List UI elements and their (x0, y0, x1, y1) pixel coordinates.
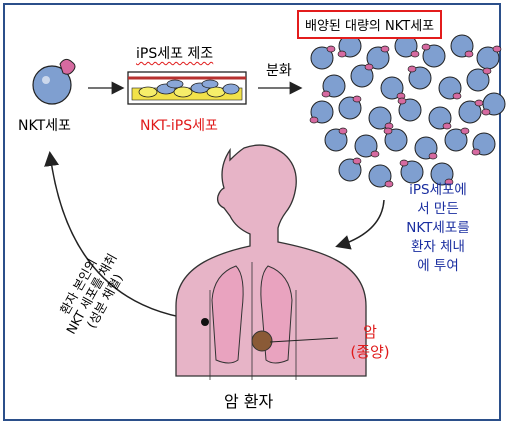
tumor-pointer (269, 337, 339, 343)
administer-line-2: 서 만든 (417, 201, 459, 217)
cell-receptor (397, 97, 407, 105)
patient-figure (175, 144, 367, 380)
cell-receptor (444, 178, 454, 186)
ips-production-label: iPS세포 제조 (136, 46, 214, 62)
cell-receptor (492, 45, 502, 53)
cultured-cell (368, 164, 392, 188)
cell-receptor (338, 127, 348, 135)
cell-receptor (428, 152, 438, 160)
differentiation-label: 분화 (266, 63, 292, 79)
cell-receptor (380, 45, 390, 53)
cultured-cell (444, 128, 468, 152)
cell-receptor (421, 43, 431, 51)
arrow-collect (44, 151, 201, 321)
cultured-cell (422, 44, 446, 68)
cell-receptor (452, 92, 462, 100)
nkt-cell-icon (32, 58, 76, 105)
cell-receptor (326, 45, 336, 53)
cell-receptor (383, 127, 393, 135)
cultured-cells-icon (309, 34, 506, 188)
cultured-cell (384, 128, 408, 152)
cultured-cell (466, 68, 490, 92)
cultured-cell (398, 98, 422, 122)
cell-receptor (384, 180, 394, 188)
culture-dish-icon (127, 71, 247, 105)
cell-receptor (364, 63, 374, 71)
cell-receptor (370, 150, 380, 158)
cultured-cell (458, 100, 482, 124)
cultured-cell (400, 160, 424, 184)
cancer-word: 암 (363, 323, 377, 341)
cell-receptor (399, 159, 409, 167)
cultured-cell (338, 158, 362, 182)
cultured-cell (408, 66, 432, 90)
cell-receptor (471, 148, 481, 156)
cell-receptor (481, 108, 491, 116)
figure-frame (3, 3, 501, 421)
administer-line-3: NKT세포를 (406, 220, 470, 236)
cultured-cell (368, 106, 392, 130)
cell-receptor (460, 127, 470, 135)
cancer-label: 암 (종양) (340, 322, 400, 362)
cell-receptor (464, 50, 474, 58)
administer-line-4: 환자 체내 (411, 239, 465, 255)
cell-receptor (407, 65, 417, 73)
administer-line-1: iPS세포에 (409, 182, 467, 198)
cell-receptor (474, 99, 484, 107)
cultured-cell (354, 134, 378, 158)
administer-note: iPS세포에 서 만든 NKT세포를 환자 체내 에 투여 (394, 181, 482, 276)
patient-label: 암 환자 (224, 392, 274, 411)
cell-receptor (321, 90, 331, 98)
arrow-administer (335, 199, 385, 250)
title-box: 배양된 대량의 NKT세포 (297, 10, 443, 39)
nkt-cell-label: NKT세포 (18, 118, 71, 134)
cell-receptor (337, 50, 347, 58)
cultured-cell (350, 64, 374, 88)
cultured-cell (380, 76, 404, 100)
cell-receptor (309, 116, 319, 124)
cultured-cell (310, 46, 334, 70)
cultured-cell (366, 46, 390, 70)
cell-receptor (352, 95, 362, 103)
cultured-cell (324, 128, 348, 152)
cultured-cell (338, 96, 362, 120)
cell-receptor (410, 50, 420, 58)
cell-receptor (482, 67, 492, 75)
cell-receptor (352, 157, 362, 165)
tumor-word: (종양) (350, 343, 390, 361)
cell-receptor (442, 122, 452, 130)
nkt-ips-cell-label: NKT-iPS세포 (140, 118, 218, 134)
administer-line-5: 에 투여 (417, 258, 459, 274)
